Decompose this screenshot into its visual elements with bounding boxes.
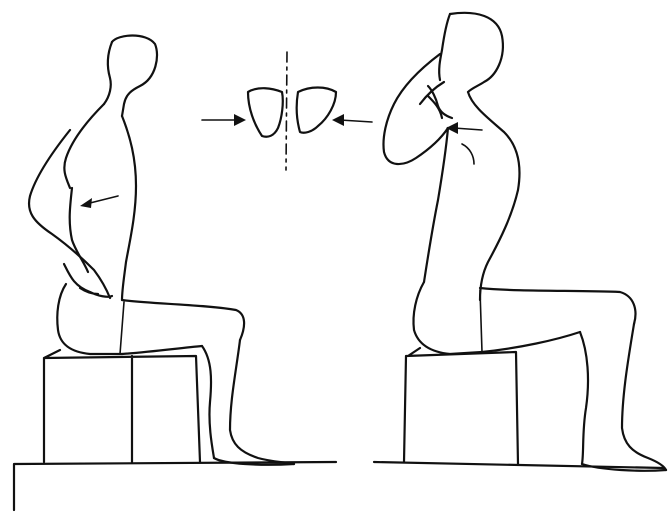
right-stool [404, 348, 518, 464]
left-figure-thigh-bottom [122, 346, 202, 354]
right-figure-forearm [420, 82, 444, 118]
left-stool [44, 350, 200, 462]
scapula-arrow-right-shaft [340, 120, 372, 122]
midline [286, 52, 287, 170]
left-figure-back [122, 116, 136, 300]
right-scapula [297, 88, 336, 133]
scapula-diagram [202, 52, 372, 170]
left-seated-figure [29, 36, 294, 465]
left-figure-calf [202, 346, 214, 458]
right-figure-head [450, 13, 503, 92]
floor-platform [14, 462, 664, 510]
left-figure-shin [230, 340, 294, 464]
right-figure-thigh-top [480, 288, 635, 324]
scapula-arrow-left-head [234, 114, 246, 126]
left-figure-buttocks [57, 284, 122, 354]
left-figure-front [64, 104, 104, 188]
left-figure-face [104, 42, 112, 104]
right-figure-back [468, 92, 519, 300]
left-platform [14, 462, 336, 510]
left-figure-hand [64, 264, 112, 297]
right-figure-front [424, 128, 448, 282]
scapula-arrow-right-head [332, 114, 344, 126]
left-figure-head [112, 36, 157, 117]
right-seated-figure [383, 13, 666, 471]
left-figure-arm-inner [70, 188, 88, 272]
right-figure-calf [580, 332, 588, 464]
right-figure-buttocks [413, 282, 482, 354]
right-figure-arrow-shaft [454, 128, 482, 130]
left-figure-arrowhead [80, 198, 92, 208]
right-figure-face [439, 14, 450, 80]
left-scapula [248, 88, 283, 137]
right-figure-thigh-bottom [482, 332, 580, 352]
left-figure-thigh-top [122, 300, 244, 340]
right-figure-shorts-hem [480, 290, 482, 352]
right-figure-shin [622, 324, 666, 470]
left-figure-shorts-hem [120, 302, 124, 354]
right-figure-shoulder [462, 144, 474, 164]
